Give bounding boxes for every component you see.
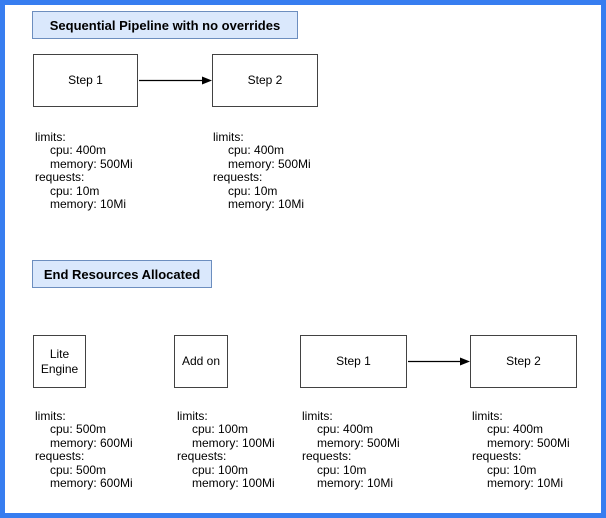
resource-line: memory: 500Mi: [228, 156, 311, 171]
resource-line: cpu: 10m: [50, 183, 100, 198]
resource-line: cpu: 10m: [487, 462, 537, 477]
resource-line: memory: 600Mi: [50, 435, 133, 450]
resource-block-lite-engine: limits: cpu: 500m memory: 600Mi requests…: [35, 409, 133, 491]
node-lite-engine: Lite Engine: [33, 335, 86, 388]
resource-line: cpu: 100m: [192, 422, 249, 437]
resource-line: memory: 10Mi: [487, 476, 564, 491]
node-add-on: Add on: [174, 335, 228, 388]
resource-line: cpu: 500m: [50, 422, 107, 437]
resource-line: cpu: 500m: [50, 462, 107, 477]
node-step1-end: Step 1: [300, 335, 407, 388]
resource-block-step2-end: limits: cpu: 400m memory: 500Mi requests…: [472, 409, 570, 491]
resource-line: requests:: [177, 449, 227, 464]
resource-line: requests:: [302, 449, 352, 464]
node-step2-pipeline: Step 2: [212, 54, 318, 107]
node-step1-pipeline: Step 1: [33, 54, 138, 107]
resource-line: cpu: 400m: [317, 422, 374, 437]
resource-line: memory: 500Mi: [487, 435, 570, 450]
resource-line: requests:: [35, 449, 85, 464]
resource-line: memory: 10Mi: [228, 197, 305, 212]
arrow-step1-to-step2-pipeline: [139, 76, 212, 85]
resource-line: memory: 10Mi: [317, 476, 394, 491]
resource-line: memory: 100Mi: [192, 476, 275, 491]
node-step2-end: Step 2: [470, 335, 577, 388]
resource-line: cpu: 100m: [192, 462, 249, 477]
resource-line: memory: 10Mi: [50, 197, 127, 212]
resource-line: memory: 600Mi: [50, 476, 133, 491]
resource-line: memory: 100Mi: [192, 435, 275, 450]
resource-block-step2-pipeline: limits: cpu: 400m memory: 500Mi requests…: [213, 130, 311, 212]
resource-line: limits:: [213, 130, 244, 144]
resource-line: cpu: 10m: [228, 183, 278, 198]
resource-line: limits:: [302, 409, 333, 423]
resource-line: memory: 500Mi: [317, 435, 400, 450]
resource-line: cpu: 400m: [50, 143, 107, 158]
resource-line: cpu: 400m: [487, 422, 544, 437]
resource-line: cpu: 10m: [317, 462, 367, 477]
resource-block-add-on: limits: cpu: 100m memory: 100Mi requests…: [177, 409, 275, 491]
resource-line: limits:: [35, 409, 66, 423]
resource-block-step1-pipeline: limits: cpu: 400m memory: 500Mi requests…: [35, 130, 133, 212]
section-title-end-resources: End Resources Allocated: [32, 260, 212, 288]
resource-line: memory: 500Mi: [50, 156, 133, 171]
section-title-sequential-pipeline: Sequential Pipeline with no overrides: [32, 11, 298, 39]
resource-line: limits:: [177, 409, 208, 423]
arrow-step1-to-step2-end: [408, 357, 470, 366]
resource-line: requests:: [472, 449, 522, 464]
resource-line: limits:: [35, 130, 66, 144]
resource-line: requests:: [35, 170, 85, 185]
resource-block-step1-end: limits: cpu: 400m memory: 500Mi requests…: [302, 409, 400, 491]
resource-line: limits:: [472, 409, 503, 423]
resource-line: cpu: 400m: [228, 143, 285, 158]
resource-line: requests:: [213, 170, 263, 185]
